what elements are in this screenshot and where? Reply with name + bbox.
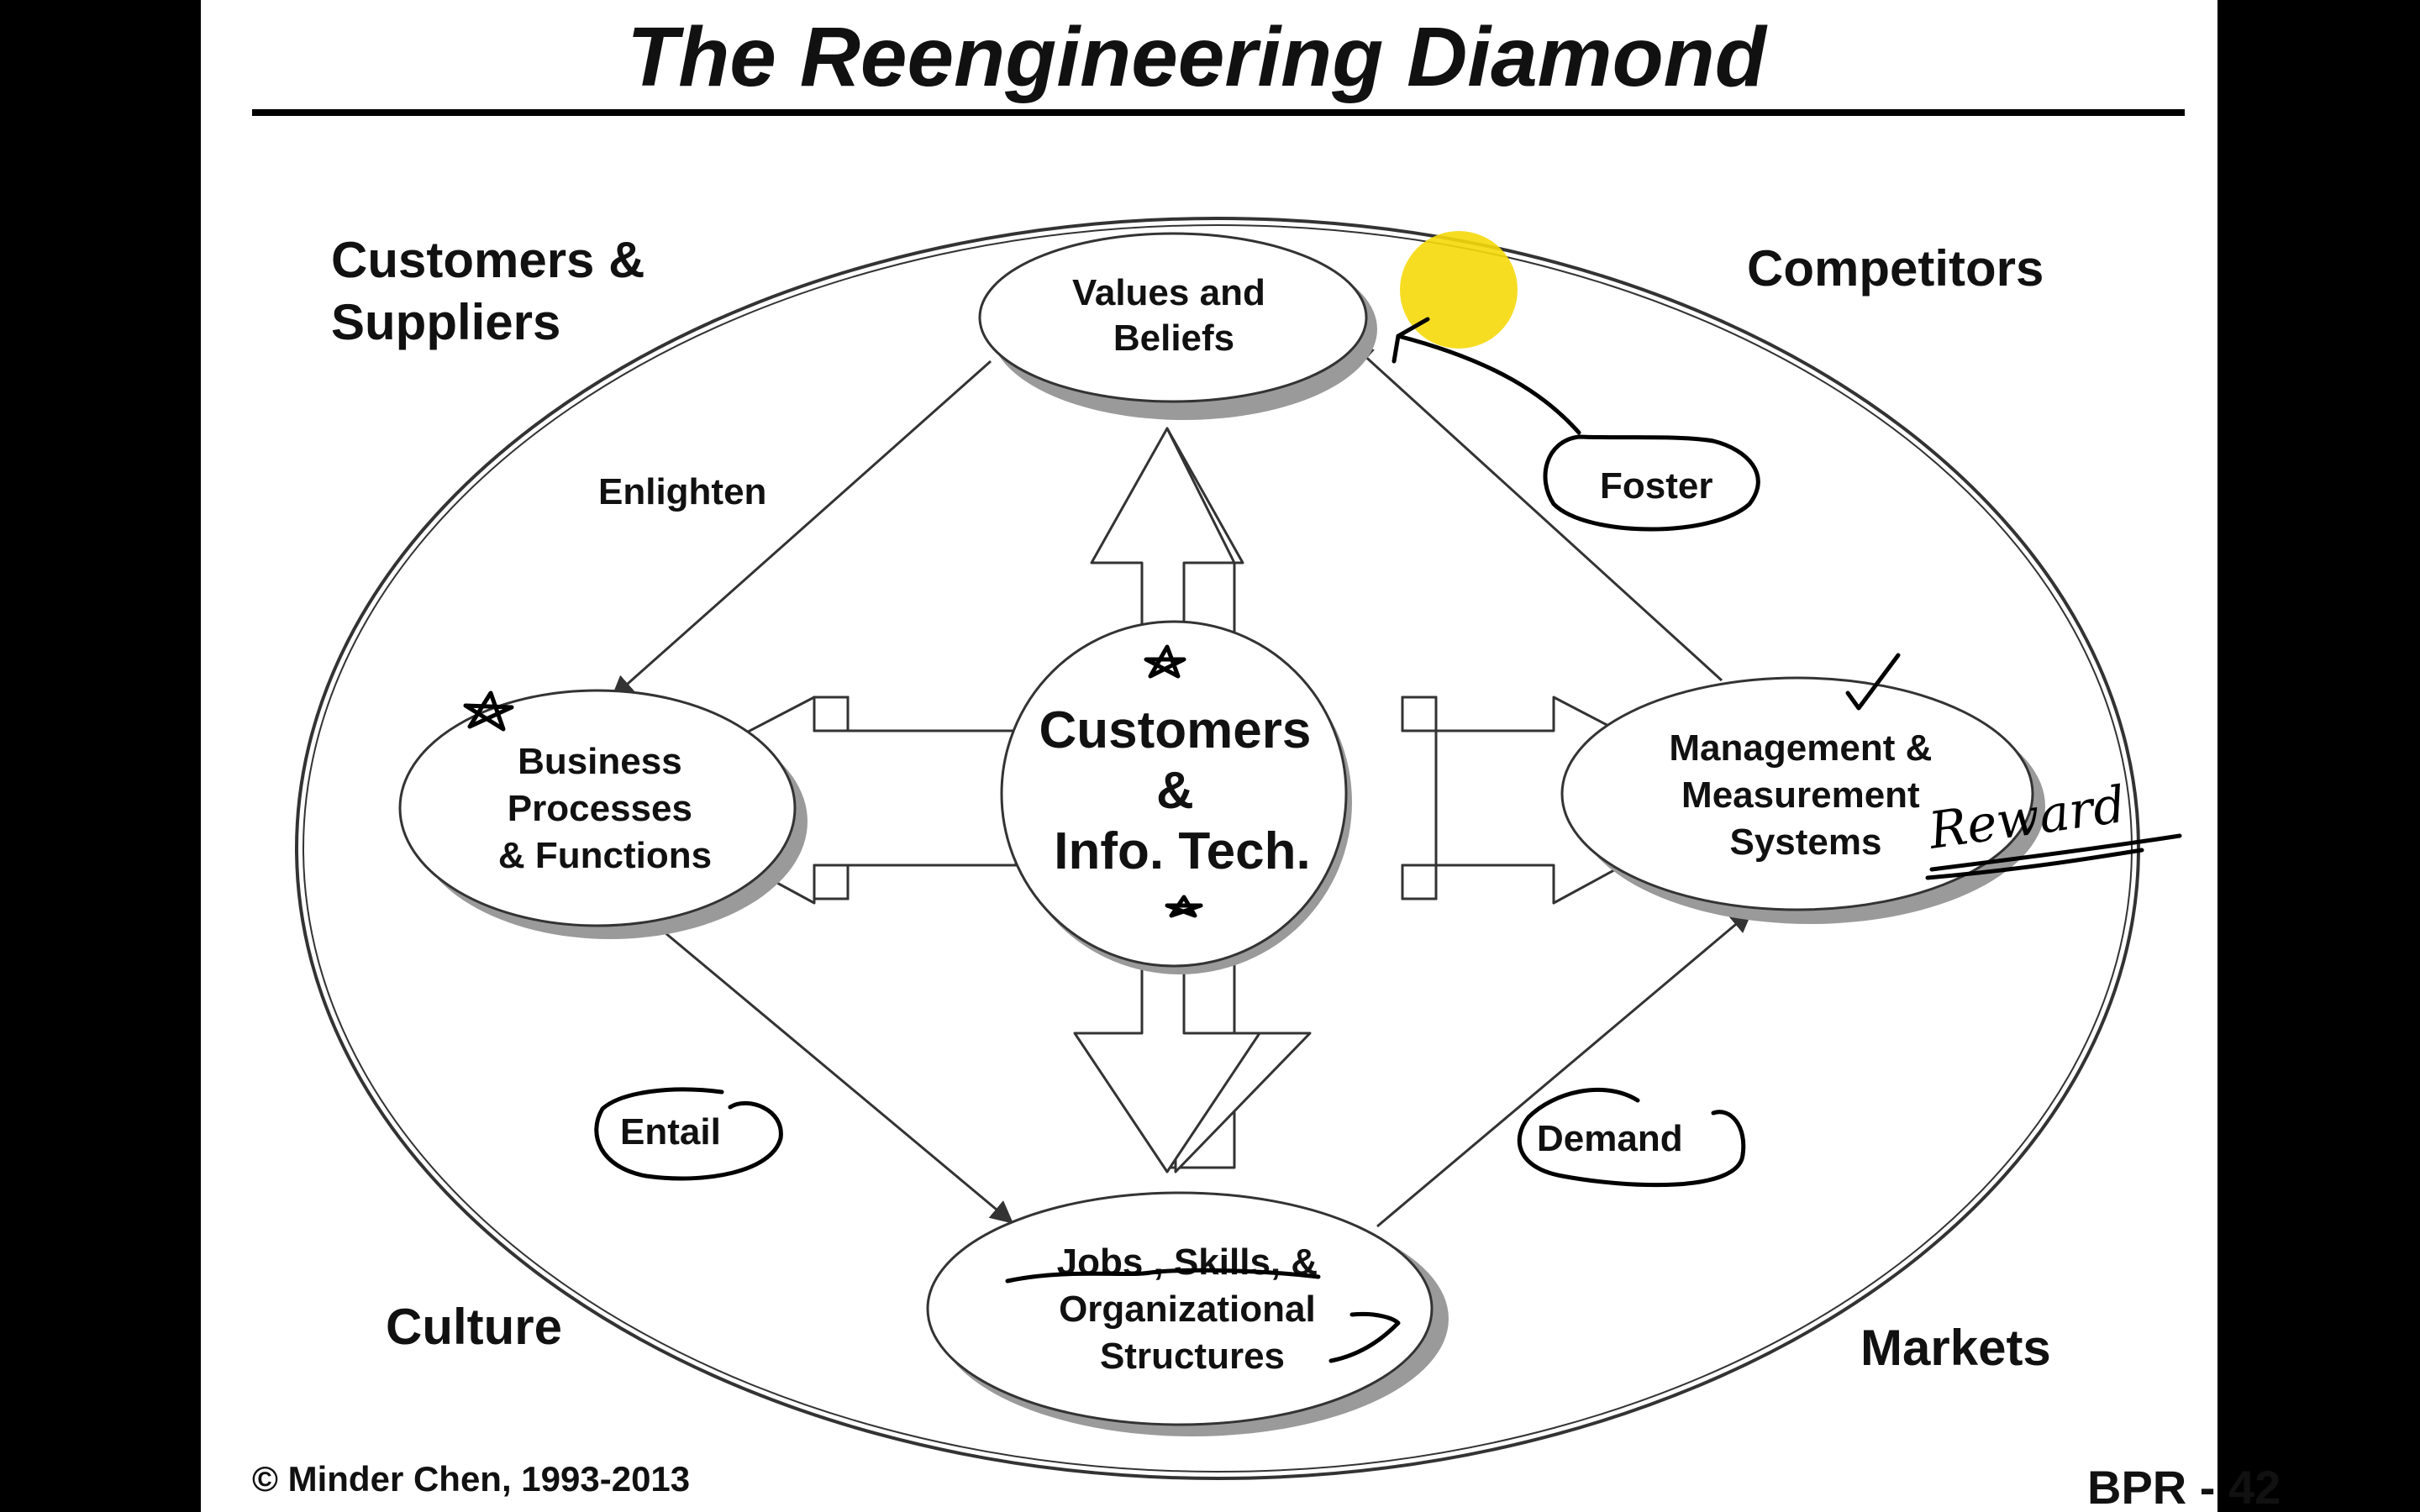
top-node [978, 232, 1368, 403]
bottom-node-line-1: Jobs , Skills, & [1057, 1242, 1318, 1283]
handwritten-arrow-to-values [1392, 317, 1581, 435]
bottom-node-line-3: Structures [1100, 1336, 1285, 1377]
highlight-cursor-dot [1400, 231, 1518, 349]
handwritten-circle-entail [594, 1087, 783, 1181]
corner-label-culture: Culture [386, 1299, 562, 1355]
title-underline [252, 109, 2185, 116]
corner-label-markets: Markets [1860, 1320, 2051, 1376]
handwritten-circle-foster [1543, 434, 1760, 532]
left-node-line-3: & Functions [498, 835, 712, 876]
edge-label-entail: Entail [620, 1111, 721, 1152]
top-node-line-1: Values and [1072, 272, 1265, 313]
right-node [1560, 676, 2034, 911]
center-node [1000, 620, 1348, 968]
reengineering-diamond-diagram: The Reengineering Diamond Customers & Su… [252, 10, 2281, 1512]
arrow-entail [654, 922, 1014, 1224]
right-node-line-1: Management & [1669, 727, 1932, 769]
star-mark-center-top-icon [1144, 644, 1186, 679]
corner-label-competitors: Competitors [1747, 240, 2044, 297]
corner-label-customers-suppliers: Customers & Suppliers [331, 232, 659, 350]
bottom-node-line-2: Organizational [1059, 1289, 1316, 1330]
handwritten-underline-reward [1925, 833, 2182, 880]
handwritten-underline-jobs-skills [1005, 1268, 1321, 1284]
footer-copyright: © Minder Chen, 1993-2013 [252, 1459, 690, 1499]
handwritten-chevron-mark [1328, 1311, 1401, 1363]
arrow-foster [1350, 343, 1723, 682]
left-node [398, 689, 797, 927]
corner-line-1: Customers & [331, 232, 644, 288]
star-mark-left-node-icon [463, 690, 514, 732]
outer-environment-ellipse-inner [302, 224, 2133, 1473]
top-node-label: Values and Beliefs [1072, 272, 1276, 359]
star-mark-center-bottom-icon [1165, 895, 1203, 918]
right-node-line-3: Systems [1729, 822, 1881, 863]
edge-label-enlighten: Enlighten [598, 471, 766, 512]
footer-slide-number: BPR - 42 [2087, 1461, 2281, 1512]
left-node-line-1: Business [518, 741, 682, 782]
bottom-node-label: Jobs , Skills, & Organizational Structur… [1057, 1242, 1328, 1377]
right-node-label: Management & Measurement Systems [1669, 727, 1942, 863]
center-node-label: Customers & Info. Tech. [1039, 701, 1325, 880]
slide: The Reengineering Diamond Customers & Su… [201, 0, 2281, 1512]
corner-line-2: Suppliers [331, 294, 560, 350]
left-node-label: Business Processes & Functions [498, 741, 712, 876]
arrow-demand [1376, 910, 1754, 1228]
center-line-3: Info. Tech. [1054, 822, 1310, 880]
handwritten-circle-demand [1517, 1087, 1746, 1188]
center-line-1: Customers [1039, 701, 1311, 759]
center-line-2: & [1156, 762, 1194, 820]
arrow-enlighten [610, 360, 992, 699]
top-node-line-2: Beliefs [1113, 318, 1234, 359]
bottom-node [926, 1191, 1434, 1426]
slide-title: The Reengineering Diamond [627, 10, 1768, 104]
outer-environment-ellipse [295, 217, 2140, 1480]
edge-label-foster: Foster [1600, 465, 1712, 507]
right-node-line-2: Measurement [1681, 774, 1920, 816]
edge-label-demand: Demand [1537, 1118, 1683, 1159]
checkmark-right-node-icon [1845, 653, 1901, 711]
left-node-line-2: Processes [508, 788, 692, 829]
